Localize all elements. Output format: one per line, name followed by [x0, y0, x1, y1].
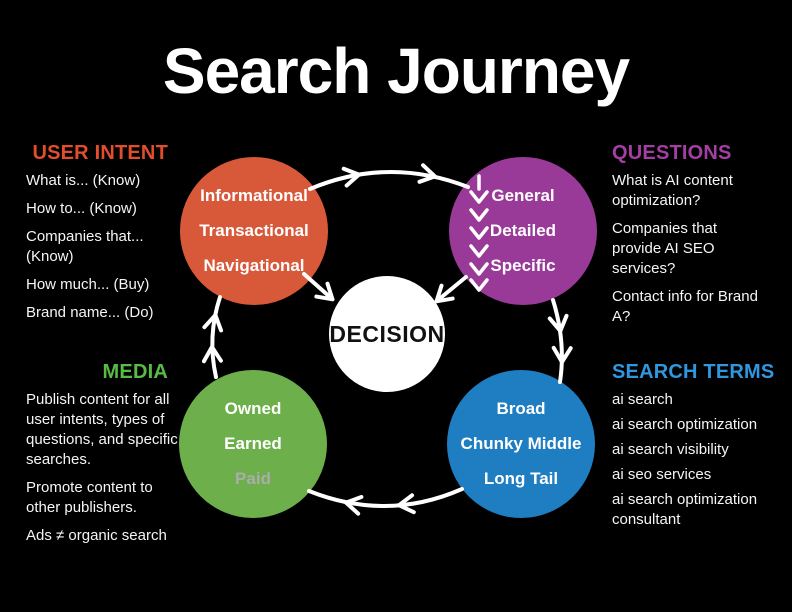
search-terms-section: SEARCH TERMS ai search ai search optimiz… [612, 360, 780, 535]
search-terms-item: ai seo services [612, 466, 712, 483]
media-item: Ads ≠ organic search [26, 527, 167, 544]
media-section: MEDIA Publish content for all user inten… [26, 360, 184, 554]
question-depth-line: General [491, 186, 555, 205]
questions-heading: QUESTIONS [612, 142, 732, 164]
questions-item: Contact info for Brand A? [612, 288, 758, 325]
search-terms-heading: SEARCH TERMS [612, 361, 775, 383]
intent-line: Informational [200, 186, 308, 205]
user-intent-section: USER INTENT What is... (Know) How to... … [26, 141, 168, 331]
search-terms-item: ai search visibility [612, 441, 729, 458]
search-terms-item: ai search optimization [612, 416, 758, 433]
page-title: Search Journey [162, 35, 630, 107]
user-intent-item: What is... (Know) [26, 172, 141, 189]
questions-circle: General Detailed Specific [449, 157, 597, 305]
flow-arrow-bottom [307, 487, 464, 516]
media-item: Publish content for all user intents, ty… [26, 391, 178, 468]
search-terms-item: ai search [612, 391, 673, 408]
questions-item: Companies that provide AI SEO services? [612, 220, 718, 277]
flow-arrow-right [547, 298, 573, 384]
questions-item: What is AI content optimization? [612, 172, 733, 209]
media-item: Promote content to other publishers. [26, 479, 153, 516]
search-scope-line: Long Tail [483, 469, 559, 488]
flow-arrow-left [201, 295, 224, 379]
questions-section: QUESTIONS What is AI content optimizatio… [612, 141, 760, 335]
decision-label: DECISION [329, 320, 445, 347]
media-line-paid: Paid [235, 469, 271, 488]
media-line: Owned [224, 399, 282, 418]
intent-line: Navigational [203, 256, 305, 275]
user-intent-item: How much... (Buy) [26, 276, 150, 293]
search-terms-item: ai search optimization consultant [612, 491, 758, 528]
search-scope-line: Broad [496, 399, 546, 418]
search-scope-line: Chunky Middle [460, 434, 582, 453]
user-intent-item: Companies that... (Know) [26, 228, 144, 265]
user-intent-item: Brand name... (Do) [26, 304, 154, 321]
media-circle: Owned Earned Paid [179, 370, 327, 518]
user-intent-item: How to... (Know) [26, 200, 137, 217]
intent-line: Transactional [199, 221, 309, 240]
intent-circle: Informational Transactional Navigational [180, 157, 328, 305]
media-heading: MEDIA [102, 361, 168, 383]
flow-arrow-top [308, 163, 470, 191]
question-depth-line: Specific [490, 256, 556, 275]
media-line: Earned [224, 434, 282, 453]
question-depth-line: Detailed [489, 221, 557, 240]
user-intent-heading: USER INTENT [32, 142, 168, 164]
decision-circle: DECISION [329, 276, 445, 392]
search-scope-circle: Broad Chunky Middle Long Tail [447, 370, 595, 518]
